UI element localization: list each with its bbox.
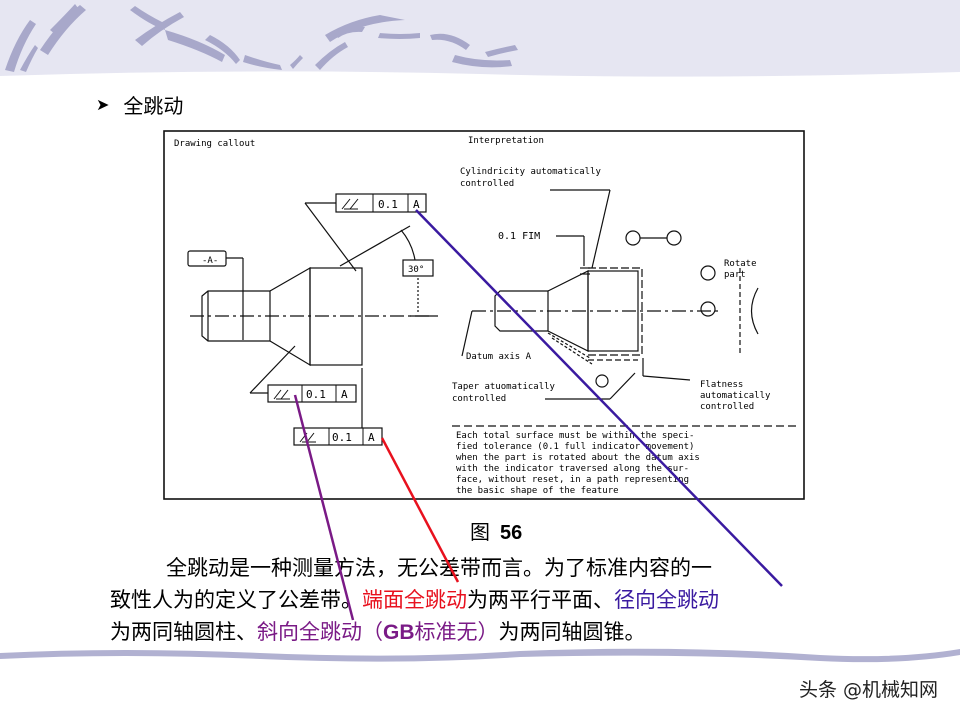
- slide-title-text: 全跳动: [123, 94, 184, 118]
- fcf-middle: 0.1 A: [267, 384, 357, 403]
- svg-text:A: A: [341, 388, 348, 401]
- svg-text:the basic shape of the feature: the basic shape of the feature: [456, 486, 619, 496]
- svg-text:controlled: controlled: [452, 394, 506, 404]
- total-runout-icon: [341, 198, 359, 210]
- svg-text:with the indicator traversed a: with the indicator traversed along the s…: [456, 464, 689, 474]
- svg-text:Taper atuomatically: Taper atuomatically: [452, 382, 556, 392]
- svg-text:Flatness: Flatness: [700, 380, 743, 390]
- svg-text:controlled: controlled: [460, 179, 514, 189]
- svg-text:A: A: [413, 198, 420, 211]
- face-total-runout-term: 端面全跳动: [362, 588, 467, 612]
- svg-text:controlled: controlled: [700, 402, 754, 412]
- total-runout-icon: [273, 389, 290, 400]
- header-decoration: [0, 0, 960, 77]
- bullet-arrow-icon: ➤: [96, 95, 110, 114]
- radial-total-runout-term: 径向全跳动: [614, 588, 719, 612]
- svg-text:when the part is rotated about: when the part is rotated about the datum…: [456, 453, 700, 463]
- svg-text:part: part: [724, 270, 746, 280]
- paragraph-line-2: 致性人为的定义了公差带。端面全跳动为两平行平面、径向全跳动: [110, 588, 719, 612]
- watermark: 头条 @机械知网: [798, 679, 938, 701]
- svg-text:Rotate: Rotate: [724, 259, 757, 269]
- engineering-drawing: Drawing callout Interpretation: [163, 130, 805, 500]
- fcf-top: 0.1 A: [335, 193, 427, 213]
- svg-text:0.1: 0.1: [306, 388, 326, 401]
- fcf-bottom: 0.1 A: [293, 427, 383, 446]
- angle-label: 30°: [408, 265, 424, 275]
- footer-decoration: [0, 648, 960, 663]
- svg-text:0.1 FIM: 0.1 FIM: [498, 231, 540, 242]
- left-panel-title: Drawing callout: [174, 139, 255, 149]
- right-panel-title: Interpretation: [468, 136, 544, 146]
- slide-title: ➤ 全跳动: [96, 90, 183, 119]
- paragraph-line-1: 全跳动是一种测量方法，无公差带而言。为了标准内容的一: [166, 556, 712, 580]
- svg-text:Datum axis A: Datum axis A: [466, 352, 532, 362]
- paragraph-line-3: 为两同轴圆柱、斜向全跳动（GB标准无）为两同轴圆锥。: [110, 620, 646, 644]
- svg-text:A: A: [368, 431, 375, 444]
- body-paragraph: 全跳动是一种测量方法，无公差带而言。为了标准内容的一 致性人为的定义了公差带。端…: [110, 552, 910, 649]
- svg-text:0.1: 0.1: [378, 198, 398, 211]
- left-part-drawing: [187, 202, 438, 443]
- svg-text:face, without reset, in a path: face, without reset, in a path represent…: [456, 475, 689, 485]
- oblique-total-runout-term: 斜向全跳动（GB标准无）: [257, 620, 499, 644]
- svg-text:fied tolerance (0.1 full indic: fied tolerance (0.1 full indicator movem…: [456, 442, 694, 452]
- svg-text:Cylindricity automatically: Cylindricity automatically: [460, 167, 601, 177]
- datum-label: -A-: [202, 256, 218, 266]
- svg-text:0.1: 0.1: [332, 431, 352, 444]
- svg-text:automatically: automatically: [700, 391, 771, 401]
- svg-text:Each total surface must be wit: Each total surface must be within the sp…: [456, 431, 694, 441]
